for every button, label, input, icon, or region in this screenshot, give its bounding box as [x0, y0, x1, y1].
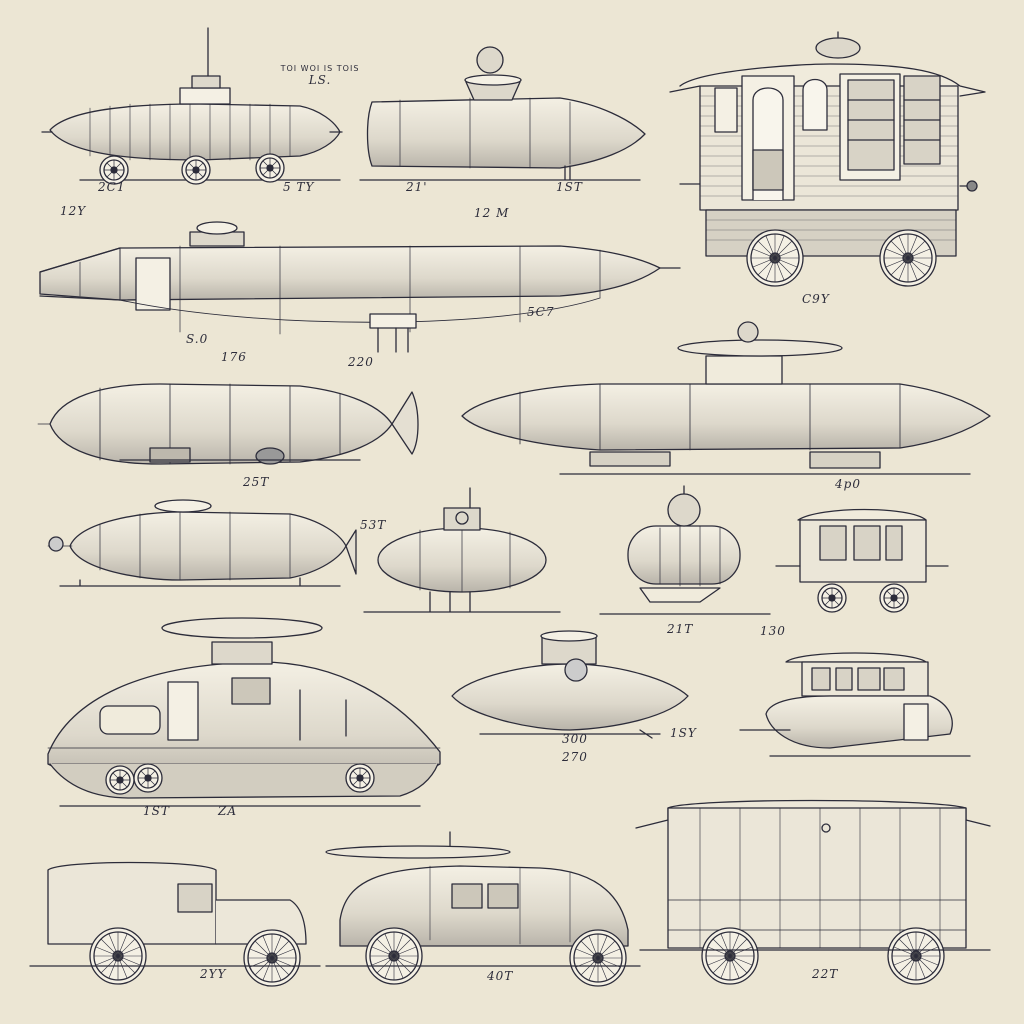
figure-label: 1ST: [143, 804, 170, 818]
small-airship-on-stand: [47, 499, 357, 587]
large-submarine-hull: [461, 321, 991, 475]
cabin-boat-vehicle: [739, 652, 971, 757]
figure-label: 4p0: [835, 477, 861, 491]
figure-label: 5 TY: [283, 180, 315, 194]
figure-label: 300: [562, 732, 588, 746]
finned-airship: [37, 383, 419, 465]
figure-label: ZA: [218, 804, 238, 818]
title-line: TOI WOI IS TOIS: [280, 64, 360, 73]
tapered-airship-pod: [359, 46, 646, 181]
figure-label: 176: [221, 350, 247, 364]
figure-label: 12Y: [60, 204, 87, 218]
figure-label: 130: [760, 624, 786, 638]
small-submarine-on-wheels: [41, 27, 343, 185]
figure-label: 12 M: [474, 206, 510, 220]
small-wagon-carriage: [775, 508, 949, 613]
large-cargo-wagon: [635, 799, 991, 985]
figure-label: 2YY: [200, 967, 227, 981]
figure-label: C9Y: [802, 292, 830, 306]
figure-label: 21': [406, 180, 428, 194]
rotor-teardrop-vehicle: [47, 617, 441, 807]
domed-submarine: [451, 630, 689, 739]
figure-label: 1ST: [556, 180, 583, 194]
boxy-truck: [29, 861, 321, 987]
figure-label: 5C7: [527, 305, 555, 319]
wooden-tram-carriage: [669, 31, 986, 287]
sheet-title: TOI WOI IS TOIS LS.: [272, 64, 368, 87]
figure-label: S.0: [186, 332, 209, 346]
figure-label: 2C1: [98, 180, 126, 194]
figure-label: 270: [562, 750, 588, 764]
figure-label: 220: [348, 355, 374, 369]
figure-label: 40T: [487, 969, 514, 983]
rotor-car: [325, 831, 641, 987]
figure-label: 22T: [812, 967, 839, 981]
figure-label: 53T: [360, 518, 387, 532]
figure-label: 21T: [667, 622, 694, 636]
figure-label: 25T: [243, 475, 270, 489]
long-airship-hull: [39, 221, 681, 353]
title-sub: LS.: [308, 73, 332, 87]
mini-submarine: [363, 487, 561, 613]
diving-bell-pod: [599, 485, 771, 615]
figure-label: 1SY: [670, 726, 697, 740]
